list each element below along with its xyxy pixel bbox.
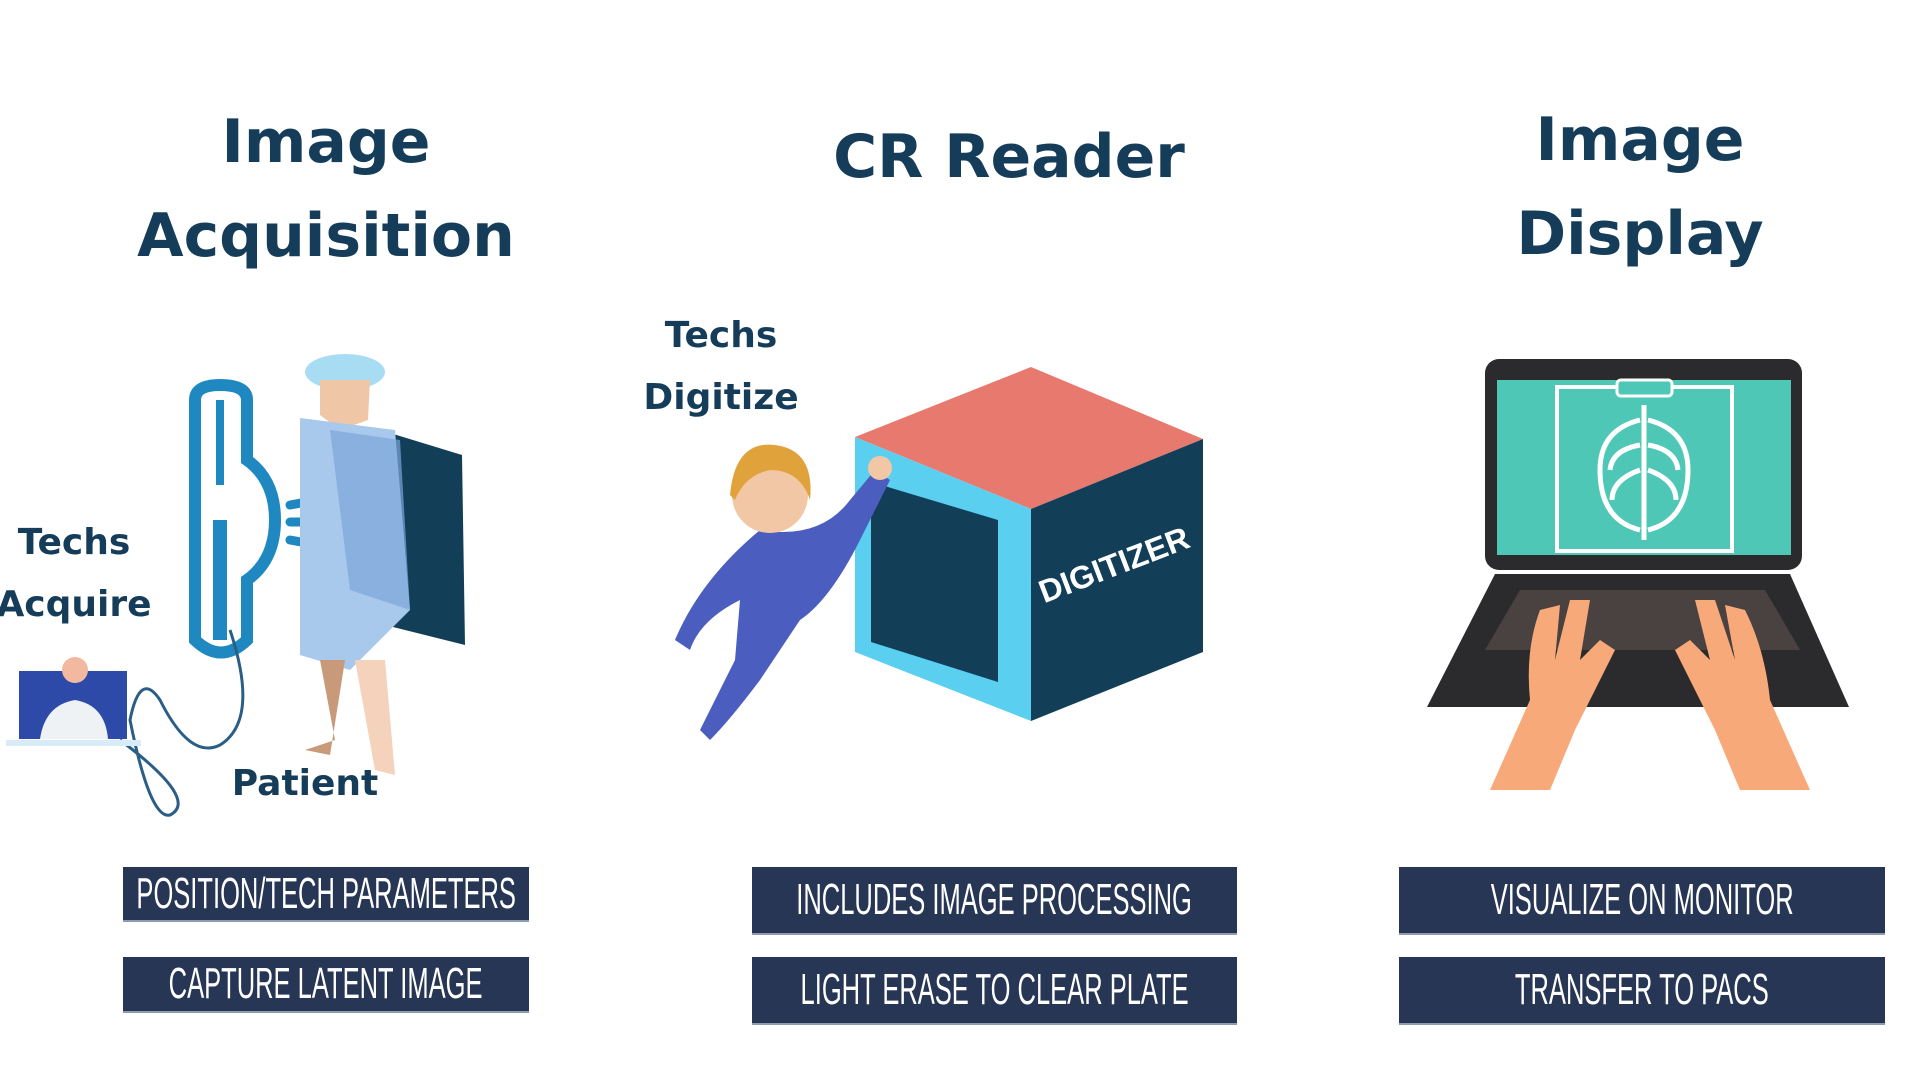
patient-icon bbox=[300, 354, 465, 775]
title-cr-reader: CR Reader bbox=[709, 110, 1309, 204]
title-image-acquisition: Image Acquisition bbox=[26, 95, 626, 283]
label-line: Techs bbox=[664, 315, 778, 356]
step-light-erase: LIGHT ERASE TO CLEAR PLATE bbox=[752, 957, 1237, 1025]
xray-tube-icon bbox=[189, 378, 282, 659]
label-techs-digitize: Techs Digitize bbox=[591, 305, 851, 429]
step-visualize-on-monitor: VISUALIZE ON MONITOR bbox=[1399, 867, 1885, 935]
step-text: LIGHT ERASE TO CLEAR PLATE bbox=[800, 965, 1189, 1014]
title-line: CR Reader bbox=[833, 122, 1185, 192]
laptop-icon bbox=[1427, 359, 1849, 707]
label-patient: Patient bbox=[175, 753, 435, 815]
step-text: CAPTURE LATENT IMAGE bbox=[169, 959, 483, 1008]
title-image-display: Image Display bbox=[1340, 93, 1920, 281]
step-text: TRANSFER TO PACS bbox=[1515, 965, 1769, 1014]
tech-monitor-icon bbox=[6, 642, 141, 746]
step-transfer-to-pacs: TRANSFER TO PACS bbox=[1399, 957, 1885, 1025]
title-line: Image bbox=[1535, 105, 1745, 175]
step-text: VISUALIZE ON MONITOR bbox=[1490, 875, 1794, 924]
step-text: INCLUDES IMAGE PROCESSING bbox=[796, 875, 1193, 924]
tech-superhero-icon bbox=[675, 444, 892, 740]
title-line: Acquisition bbox=[137, 201, 515, 271]
hands-icon bbox=[1490, 600, 1810, 790]
title-line: Image bbox=[221, 107, 431, 177]
digitizer-cube-icon bbox=[855, 367, 1203, 721]
step-position-tech-parameters: POSITION/TECH PARAMETERS bbox=[123, 867, 529, 922]
label-line: Patient bbox=[231, 763, 379, 804]
label-techs-acquire: Techs Acquire bbox=[0, 512, 204, 636]
step-capture-latent-image: CAPTURE LATENT IMAGE bbox=[123, 957, 529, 1013]
label-line: Techs bbox=[17, 522, 131, 563]
cable-icon bbox=[119, 629, 245, 817]
ribcage-xray-icon bbox=[1597, 405, 1691, 540]
title-line: Display bbox=[1516, 199, 1764, 269]
step-text: POSITION/TECH PARAMETERS bbox=[136, 868, 516, 918]
step-includes-image-processing: INCLUDES IMAGE PROCESSING bbox=[752, 867, 1237, 935]
label-line: Acquire bbox=[0, 584, 152, 625]
label-line: Digitize bbox=[643, 377, 799, 418]
